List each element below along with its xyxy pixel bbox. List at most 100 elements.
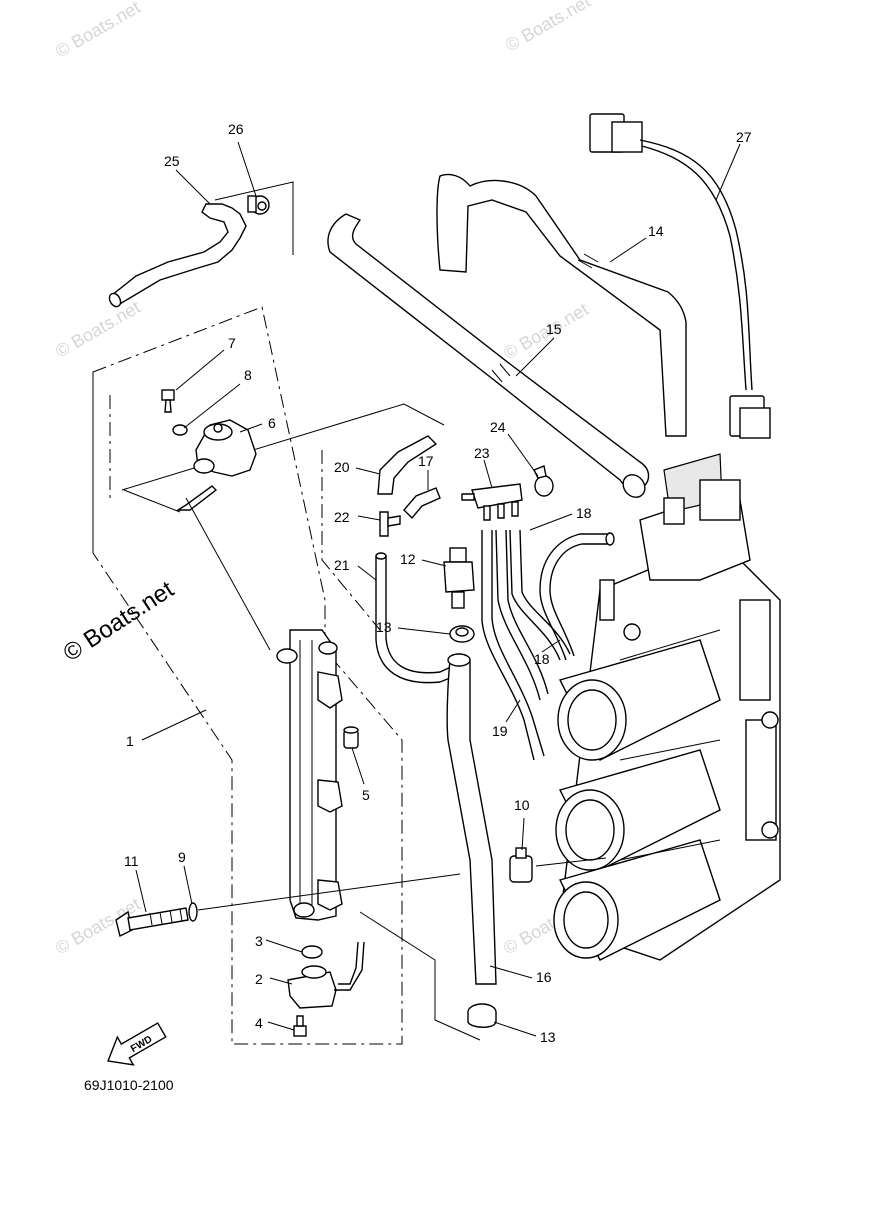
fuel-rail-group-frame [92,306,403,1045]
breather-hose [111,203,247,306]
pipe-joint-arm [387,515,401,527]
oring-3 [301,945,323,959]
regulator-port [213,423,223,433]
callout-15: 15 [546,321,562,337]
connector-upper-body [611,121,643,153]
pressure-regulator-6 [175,419,257,511]
hose-end [108,292,122,308]
fuel-hose [446,659,497,985]
fuel-hose [481,530,535,761]
leader-23 [483,459,493,489]
stud [599,579,615,621]
leader-7 [175,349,225,391]
leader-18b [541,639,561,653]
watermark-text: © Boats.net [52,297,144,361]
harness-wire-2 [641,145,747,391]
leader-5 [351,747,365,785]
clamp-tab [247,195,257,213]
screw-7 [161,389,175,413]
callout-11: 11 [124,853,139,869]
diagram-code: 69J1010-2100 [84,1077,174,1093]
sensor [699,479,741,521]
valve-port [663,497,685,525]
regulator-stem [175,485,218,511]
bore-upper [557,639,721,761]
side-rail [739,599,771,701]
leader-4 [267,1021,295,1031]
hose-25 [108,203,247,308]
bolt-axis-line [197,873,461,911]
leader-9 [183,865,193,905]
screw-shank [164,399,172,413]
three-way-joint [471,483,523,509]
hose-seam [577,253,599,269]
hose-20 [377,435,438,495]
rail-port-3 [317,879,343,911]
callout-7: 7 [228,335,236,351]
leader-24 [507,433,539,477]
callout-18-lower: 18 [534,651,550,667]
leader-3 [265,939,303,953]
breather-hose [436,173,687,437]
sensor-tip [515,847,527,859]
hose-21 [375,552,471,684]
leader-10 [521,817,525,851]
washer-9 [188,902,198,922]
rail-port-1 [317,671,343,709]
fuel-hose-c-inner [519,529,571,655]
leader-21 [357,565,377,581]
bolt-shank [127,907,189,931]
bore-opening [565,799,615,861]
rail-mount-bottom [293,902,315,918]
watermark-text: © Boats.net [502,0,594,55]
bore-opening [563,891,609,949]
vent-hose-inner [549,543,608,657]
callout-21: 21 [334,557,350,573]
sensor-body [509,855,533,883]
clamp-13-upper [449,625,475,643]
leader-16 [489,965,533,979]
callout-6: 6 [268,415,276,431]
vapor-hose [327,213,650,490]
leader-18a [529,513,573,531]
rail-mount-right [318,641,338,655]
clamp-eye [257,201,267,211]
hose-17 [403,487,441,520]
hose-16 [446,653,497,985]
screw-shank [296,1015,304,1027]
joint-top [301,965,327,979]
callout-5: 5 [362,787,370,803]
fuel-hose-b [495,529,541,701]
watermark-text: © Boats.net [52,0,144,61]
small-parts-frame [321,450,381,631]
short-hose [377,435,438,495]
clamp-24 [533,465,554,497]
clamp-band [467,1012,497,1028]
callout-10: 10 [514,797,530,813]
bolt-11 [115,907,189,938]
housing-lines [619,629,721,861]
side-rail-2 [745,719,777,841]
leader-8 [183,383,241,429]
callout-13-upper: 13 [376,619,392,635]
callout-23: 23 [474,445,490,461]
screw-head [161,389,175,401]
fuel-joint [287,971,337,1009]
callout-18-upper: 18 [576,505,592,521]
hose-15 [327,213,650,498]
screw-4 [293,1015,307,1037]
fuel-hose-inner [491,530,545,757]
washer [188,902,198,922]
leader-12 [421,559,447,567]
regulator-flange [193,458,215,474]
leader-26 [237,141,257,197]
leader-2 [269,977,293,985]
lower-hose-bracket [359,911,481,1041]
leader-11 [135,869,147,913]
fwd-arrow-shape [107,1022,167,1066]
filter-top [449,547,467,563]
clamp-tab [533,465,547,479]
leader-6 [239,423,263,433]
sensor-axis-line [535,857,607,867]
